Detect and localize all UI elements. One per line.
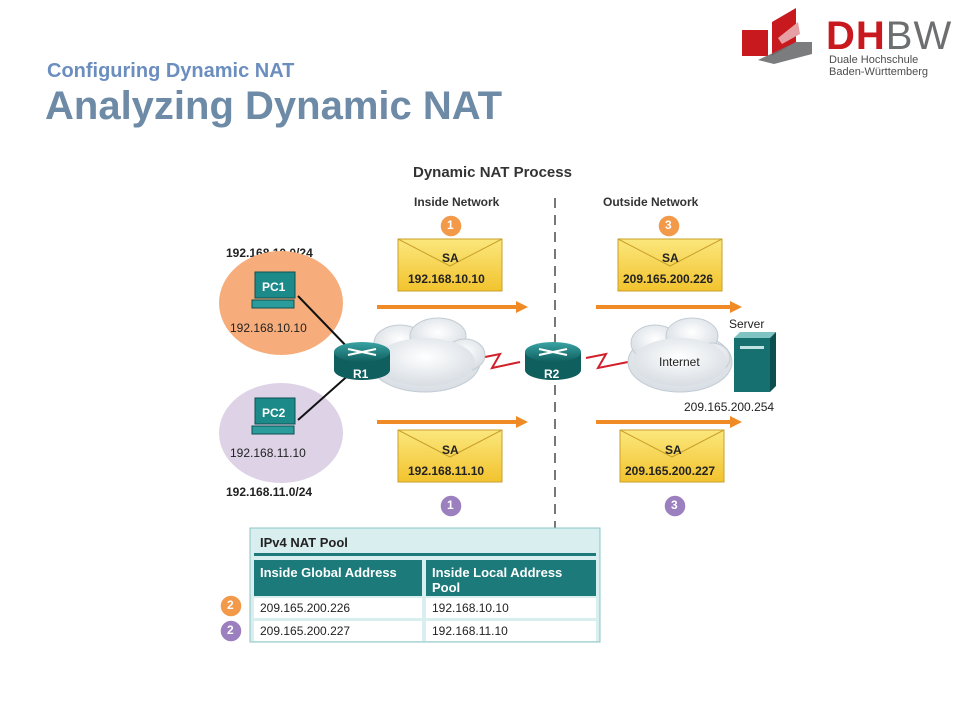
nat-pool-table: [249, 527, 601, 643]
step-badge-3-bottom: [663, 494, 687, 518]
step-number: 3: [671, 498, 678, 512]
internet-cloud-icon: [627, 317, 733, 393]
server-ip: 209.165.200.254: [684, 400, 775, 414]
step-badge-2-row1: [219, 594, 243, 618]
cloud-icon: [369, 317, 486, 393]
arrow-top-inside: [377, 301, 528, 313]
link-pc2-r1: [297, 371, 353, 421]
table-cell-local: 192.168.11.10: [432, 624, 508, 638]
pc1-icon: [251, 271, 296, 309]
logo-text: DHBW: [826, 14, 953, 58]
table-cell-global: 209.165.200.227: [260, 624, 351, 638]
logo-subtext: Duale Hochschule Baden-Württemberg: [829, 54, 929, 78]
router-r1-icon: [334, 342, 390, 380]
arrow-bottom-outside: [596, 416, 742, 428]
packet-sa-address: 209.165.200.227: [625, 464, 716, 478]
serial-link-r1-r2: [479, 352, 521, 370]
arrow-top-outside: [596, 301, 742, 313]
step-number: 2: [227, 598, 234, 612]
dhbw-logo-mark: [742, 8, 812, 64]
packet-sa-label: SA: [665, 443, 682, 457]
nat-pool-title: IPv4 NAT Pool: [260, 535, 348, 550]
step-number: 2: [227, 623, 234, 637]
table-cell-local: 192.168.10.10: [432, 601, 509, 615]
outside-network-label: Outside Network: [603, 195, 699, 209]
step-number: 1: [447, 498, 454, 512]
step-badge-3-top: [657, 214, 681, 238]
step-number: 1: [447, 218, 454, 232]
packet-envelope-1: [397, 238, 503, 292]
router-r2-label: R2: [544, 367, 560, 381]
packet-sa-label: SA: [442, 443, 459, 457]
packet-envelope-3: [397, 429, 503, 483]
packet-sa-address: 192.168.11.10: [408, 464, 485, 478]
packet-sa-label: SA: [442, 251, 459, 265]
pc1-ip: 192.168.10.10: [230, 321, 307, 335]
slide-title: Analyzing Dynamic NAT: [45, 84, 503, 128]
internet-label: Internet: [659, 355, 700, 369]
server-label: Server: [729, 317, 765, 331]
slide-subtitle: Configuring Dynamic NAT: [47, 60, 295, 82]
step-number: 3: [665, 218, 672, 232]
pc1-label: PC1: [262, 280, 286, 294]
column-header-inside-global: Inside Global Address: [260, 565, 397, 580]
router-r2-icon: [525, 342, 581, 380]
subnet-bottom-label: 192.168.11.0/24: [226, 485, 313, 499]
pc2-label: PC2: [262, 406, 286, 420]
packet-envelope-2: [617, 238, 723, 292]
server-icon: [734, 332, 776, 392]
step-badge-1-bottom: [439, 494, 463, 518]
pc2-ip: 192.168.11.10: [230, 446, 306, 460]
diagram-title: Dynamic NAT Process: [413, 164, 572, 181]
inside-network-label: Inside Network: [414, 195, 500, 209]
packet-sa-address: 209.165.200.226: [623, 272, 714, 286]
packet-envelope-4: [619, 429, 725, 483]
table-cell-global: 209.165.200.226: [260, 601, 351, 615]
arrow-bottom-inside: [377, 416, 528, 428]
step-badge-2-row2: [219, 619, 243, 643]
packet-sa-address: 192.168.10.10: [408, 272, 485, 286]
serial-link-r2-internet: [585, 352, 629, 370]
pc2-icon: [251, 397, 296, 435]
link-pc1-r1: [297, 295, 353, 353]
packet-sa-label: SA: [662, 251, 679, 265]
step-badge-1-top: [439, 214, 463, 238]
router-r1-label: R1: [353, 367, 369, 381]
